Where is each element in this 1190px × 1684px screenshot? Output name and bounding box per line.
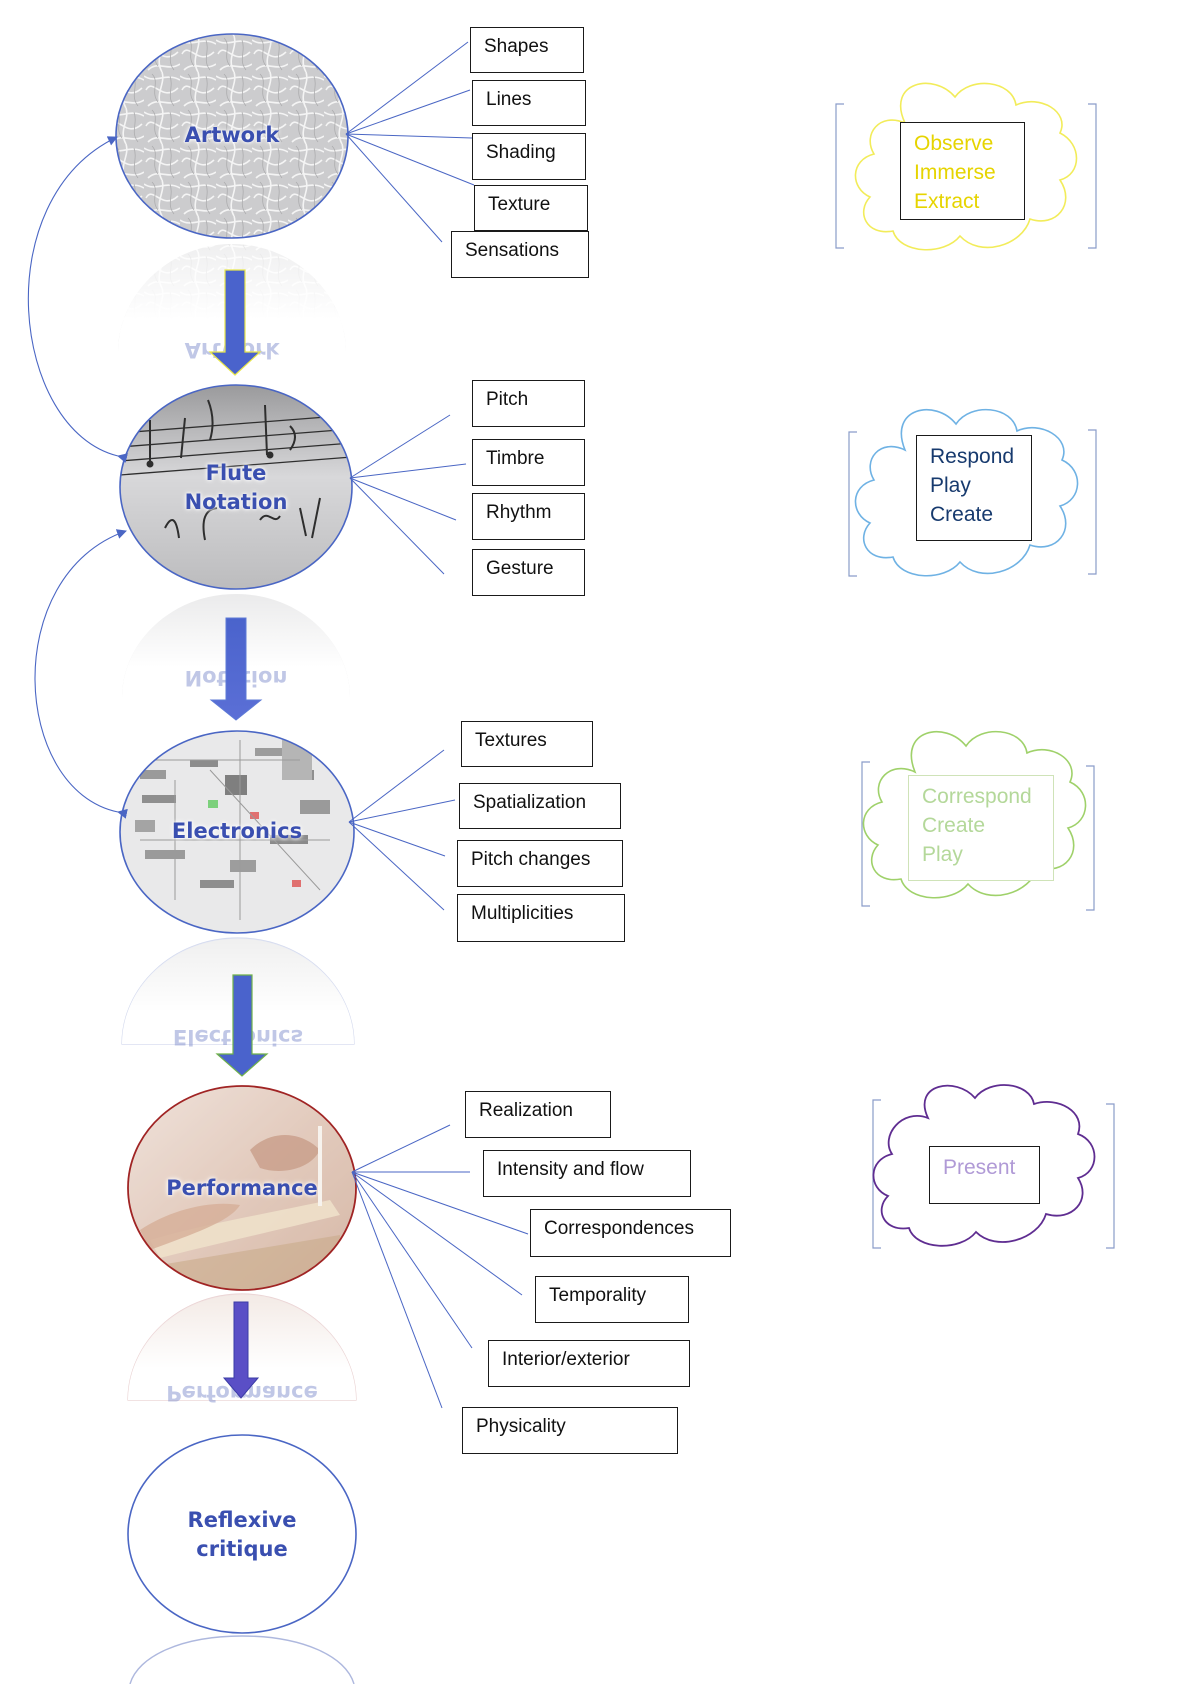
cloud-label-box: Respond Play Create [916,435,1032,541]
tag-box: Textures [461,721,593,767]
tag-box: Gesture [472,549,585,596]
connector-fan-flute [349,414,467,575]
node-reflexive-circle[interactable] [127,1434,357,1634]
tag-box: Intensity and flow [483,1150,691,1197]
feedback-arrow [27,136,128,464]
cloud-2 [848,408,1097,577]
connector-fan-artwork [345,41,475,243]
tag-box: Pitch changes [457,840,623,887]
tag-box: Correspondences [530,1209,731,1257]
node-artwork-circle[interactable] [115,33,349,239]
node-performance-circle[interactable] [127,1085,357,1291]
cloud-label-box: Correspond Create Play [908,775,1054,881]
node-title-artwork: Artwork [184,123,280,147]
tag-box: Interior/exterior [488,1340,690,1387]
cloud-4 [872,1084,1115,1249]
tag-box: Realization [465,1091,611,1138]
tag-box: Pitch [472,380,585,427]
tag-box: Multiplicities [457,894,625,942]
tag-box: Sensations [451,231,589,278]
node-title-reflexive: Reflexive critique [187,1508,297,1561]
connector-fan-electronics [348,749,456,911]
feedback-arrow [34,529,128,819]
flow-arrow [209,617,263,721]
tag-box: Timbre [472,439,585,486]
tag-box: Shapes [470,27,584,73]
cloud-1 [835,82,1097,251]
node-title-performance: Performance [166,1176,318,1200]
tag-box: Temporality [535,1276,689,1323]
flow-arrow [208,269,262,376]
node-title-electronics: Electronics [171,819,303,843]
connector-fan-performance [351,1124,529,1409]
tag-box: Lines [472,80,586,126]
tag-box: Spatialization [459,783,621,829]
cloud-label-box: Present [929,1146,1040,1204]
tag-box: Rhythm [472,493,585,540]
tag-box: Texture [474,185,588,231]
node-title-flute: Flute Notation [184,461,288,514]
tag-box: Shading [472,133,586,180]
node-flute-circle[interactable] [119,384,353,590]
node-reflection [129,1635,355,1684]
flow-arrow [222,1301,260,1399]
cloud-label-box: Observe Immerse Extract [900,122,1025,220]
flow-arrow [215,974,269,1077]
tag-box: Physicality [462,1407,678,1454]
